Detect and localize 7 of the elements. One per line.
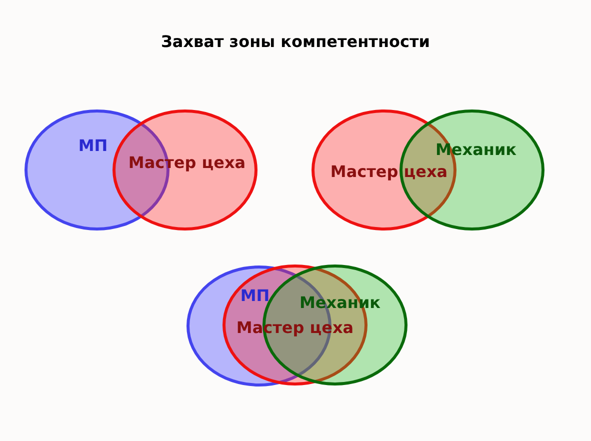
set-label: Мастер цеха <box>128 155 246 171</box>
set-label: МП <box>78 138 108 154</box>
venn-ellipse <box>400 110 544 230</box>
set-label: МП <box>240 288 270 304</box>
set-label: Мастер цеха <box>330 164 448 180</box>
diagram-title: Захват зоны компетентности <box>161 31 430 53</box>
venn-ellipse <box>112 110 258 230</box>
